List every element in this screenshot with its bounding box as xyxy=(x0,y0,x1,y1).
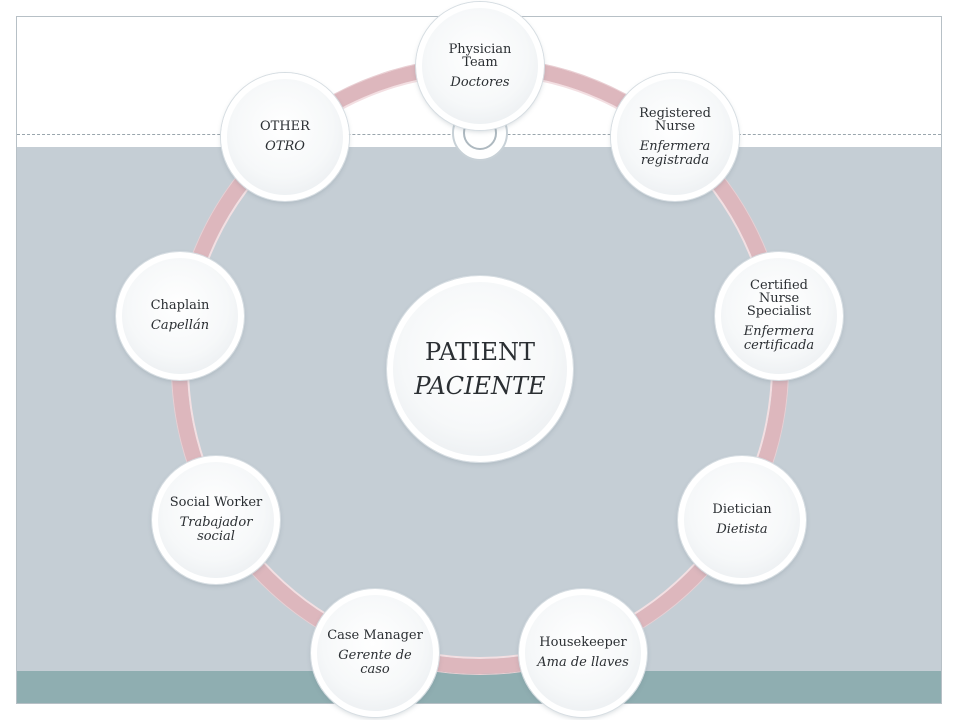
patient-node: PATIENT PACIENTE xyxy=(387,276,573,462)
node-label: Case Manager xyxy=(327,628,423,643)
node-label-spanish: Capellán xyxy=(150,318,210,333)
node-label-spanish: Trabajador social xyxy=(179,515,253,544)
node-label: Certified Nurse Specialist xyxy=(746,278,812,319)
footer-band xyxy=(17,671,941,703)
node-housekeeper: Housekeeper Ama de llaves xyxy=(519,589,647,717)
node-label-spanish: Enfermera certificada xyxy=(743,324,815,353)
node-social-worker: Social Worker Trabajador social xyxy=(152,456,280,584)
node-label: Social Worker xyxy=(169,495,263,510)
node-label: Housekeeper xyxy=(539,635,627,650)
node-label: OTHER xyxy=(260,119,310,134)
node-label-spanish: Dietista xyxy=(716,522,768,537)
patient-label: PATIENT xyxy=(425,338,535,366)
node-certified-nurse-specialist: Certified Nurse Specialist Enfermera cer… xyxy=(715,252,843,380)
node-registered-nurse: Registered Nurse Enfermera registrada xyxy=(611,73,739,201)
node-label-spanish: OTRO xyxy=(265,139,305,154)
node-label: Registered Nurse xyxy=(639,105,711,134)
node-label: Physician Team xyxy=(448,41,512,70)
node-physician-team: Physician Team Doctores xyxy=(416,2,544,130)
node-label: Chaplain xyxy=(150,298,210,313)
node-label-spanish: Doctores xyxy=(450,74,510,90)
node-other: OTHER OTRO xyxy=(221,73,349,201)
node-label-spanish: Ama de llaves xyxy=(537,655,629,670)
node-label-spanish: Gerente de caso xyxy=(338,648,412,677)
node-chaplain: Chaplain Capellán xyxy=(116,252,244,380)
node-dietician: Dietician Dietista xyxy=(678,456,806,584)
node-case-manager: Case Manager Gerente de caso xyxy=(311,589,439,717)
node-label: Dietician xyxy=(712,502,772,517)
node-label-spanish: Enfermera registrada xyxy=(639,138,711,168)
patient-label-spanish: PACIENTE xyxy=(414,372,546,400)
